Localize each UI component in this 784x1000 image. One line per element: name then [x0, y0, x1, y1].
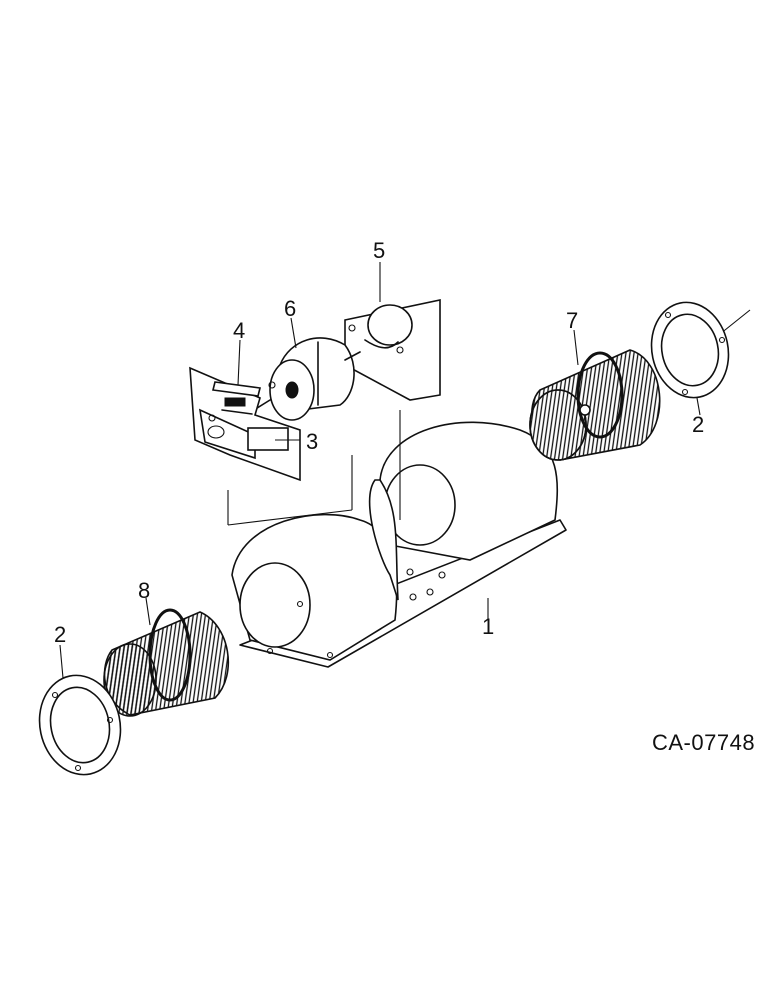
drawing-code: CA-07748 — [652, 730, 755, 755]
motor — [253, 337, 361, 421]
mounting-ring-left — [38, 674, 122, 776]
callout-5: 5 — [373, 238, 385, 263]
blower-housing — [231, 421, 567, 668]
clip — [212, 381, 261, 415]
leader-lines — [59, 262, 701, 679]
callout-3: 3 — [306, 429, 318, 454]
callout-7: 7 — [566, 308, 578, 333]
callout-8: 8 — [138, 578, 150, 603]
callout-2-right: 2 — [692, 412, 704, 437]
blower-wheel-right — [529, 349, 661, 461]
bracket-front — [189, 366, 301, 482]
callout-4: 4 — [233, 318, 245, 343]
callout-2-left: 2 — [54, 622, 66, 647]
mounting-ring-right — [650, 301, 730, 399]
bracket-rear — [344, 299, 441, 401]
callout-1: 1 — [482, 614, 494, 639]
blower-wheel-left — [103, 608, 230, 717]
callout-6: 6 — [284, 296, 296, 321]
